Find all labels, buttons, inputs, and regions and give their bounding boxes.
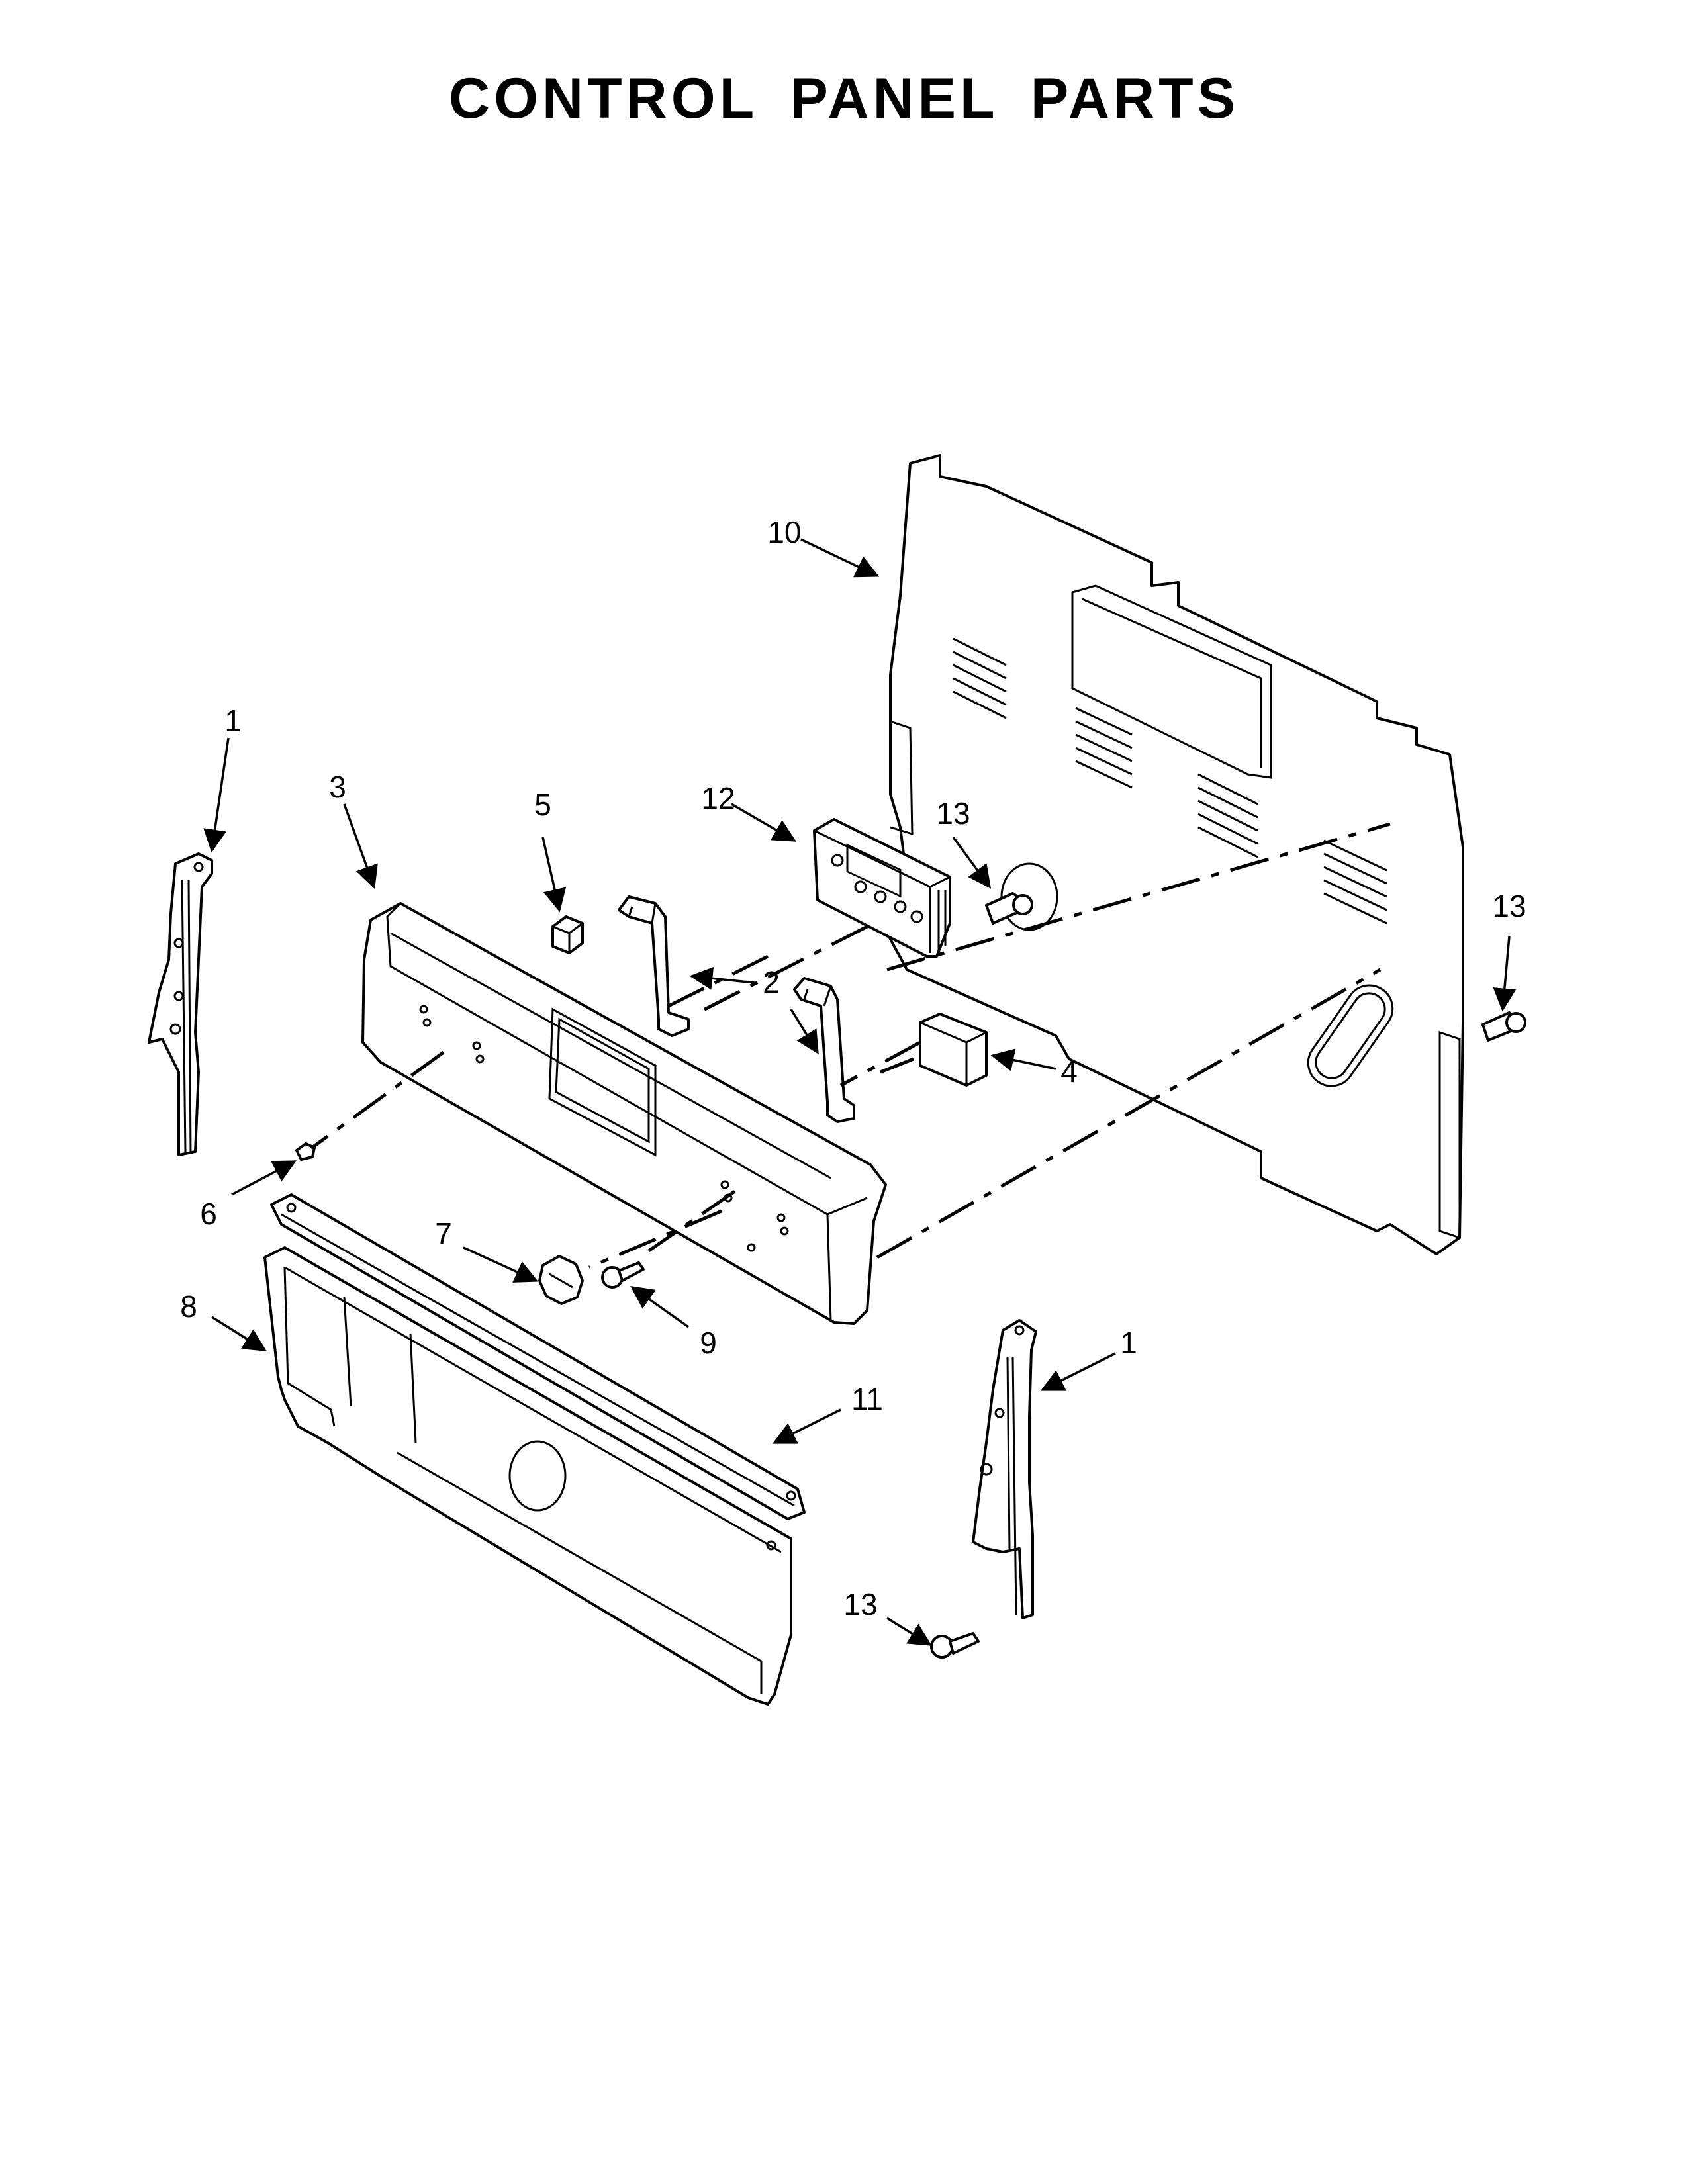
part-6-screw (295, 1142, 316, 1161)
part-12-electronic-control (813, 818, 951, 958)
callout-13-top: 13 (936, 796, 970, 831)
callout-1-right: 1 (1120, 1326, 1137, 1360)
callout-13-bottom: 13 (843, 1587, 877, 1621)
part-13-screw-right (1481, 1011, 1526, 1042)
callout-11: 11 (851, 1382, 883, 1416)
callout-8: 8 (180, 1289, 197, 1324)
callout-9: 9 (700, 1326, 717, 1360)
part-13-screw-bottom (930, 1632, 980, 1659)
callout-6: 6 (200, 1197, 217, 1231)
part-4-relay (919, 1013, 988, 1087)
callout-7: 7 (435, 1216, 452, 1251)
part-1-end-cap-left (148, 852, 213, 1156)
assembly-lines (310, 822, 1391, 1269)
callouts: 1 3 5 12 10 13 13 2 4 6 7 8 9 11 1 13 (180, 515, 1526, 1621)
page-title: CONTROL PANEL PARTS (448, 67, 1240, 130)
part-2-bracket-lower (793, 977, 855, 1123)
callout-12: 12 (701, 781, 735, 815)
part-3-console (361, 902, 887, 1325)
part-9-screw (601, 1261, 645, 1289)
callout-13-right: 13 (1492, 889, 1526, 923)
callout-5: 5 (534, 788, 551, 822)
part-1-end-cap-right (972, 1319, 1037, 1619)
part-5-switch (551, 915, 584, 954)
leaders (203, 538, 1517, 1646)
part-8-lower-panel (263, 1246, 792, 1706)
part-13-screw-top (985, 892, 1033, 925)
part-10-rear-panel (886, 454, 1464, 1255)
part-2-bracket-upper (618, 895, 690, 1037)
callout-2: 2 (763, 965, 780, 999)
callout-4: 4 (1060, 1054, 1078, 1089)
callout-10: 10 (767, 515, 801, 549)
callout-1-left: 1 (224, 704, 242, 738)
part-7-knob (538, 1255, 584, 1305)
callout-3: 3 (329, 770, 346, 804)
part-11-trim (270, 1193, 806, 1520)
